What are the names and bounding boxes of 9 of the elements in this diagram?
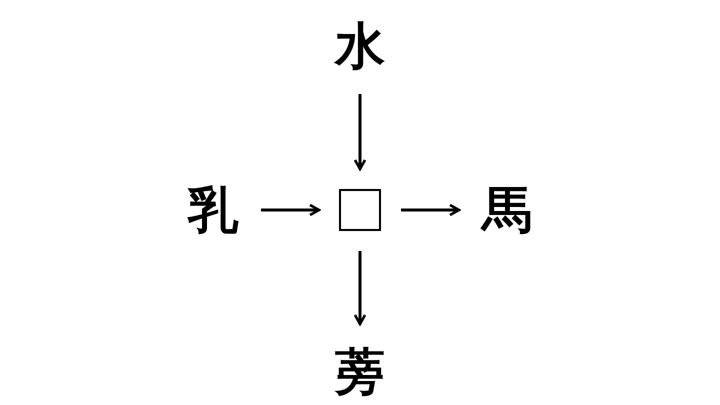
- arrow: [401, 204, 460, 216]
- arrow: [354, 251, 366, 326]
- kanji-character: 乳: [185, 182, 241, 238]
- arrow: [354, 94, 366, 170]
- arrow: [261, 204, 320, 216]
- blank-square: [339, 189, 381, 231]
- kanji-character: 蒡: [332, 344, 388, 400]
- kanji-character: 馬: [479, 182, 535, 238]
- kanji-character: 水: [332, 18, 388, 74]
